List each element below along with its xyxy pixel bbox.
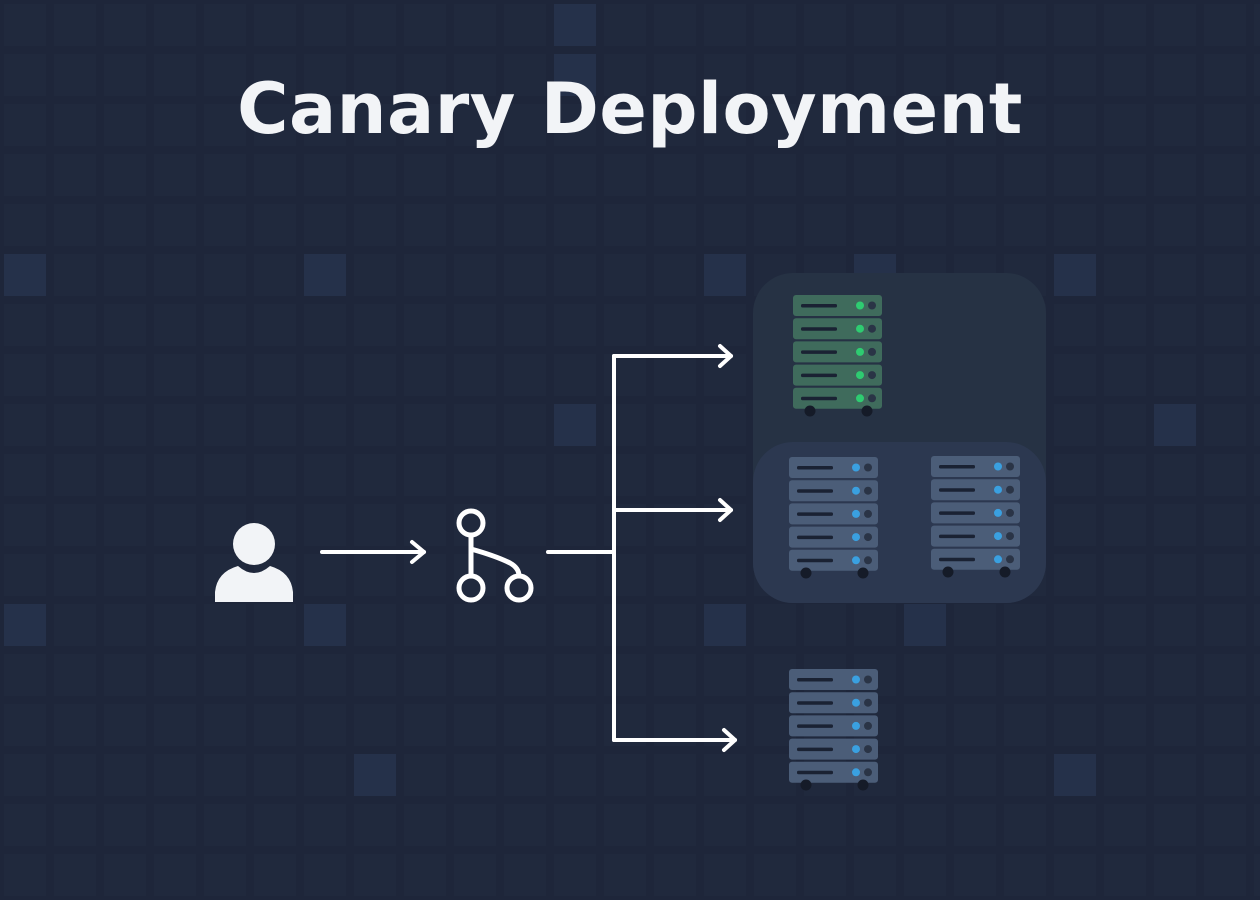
arrow-head-stable-group bbox=[718, 498, 733, 522]
traffic-split-lines bbox=[546, 354, 737, 742]
canary-server-icon bbox=[793, 295, 882, 417]
stable-server-icon-3 bbox=[789, 669, 878, 791]
stable-server-icon-1 bbox=[789, 457, 878, 579]
git-branch-icon bbox=[456, 508, 534, 603]
user-icon bbox=[215, 523, 293, 602]
arrow-user-to-router bbox=[320, 540, 426, 564]
diagram-title: Canary Deployment bbox=[237, 68, 1023, 150]
arrow-head-stable-single bbox=[722, 728, 737, 752]
arrow-head-canary bbox=[718, 344, 733, 368]
stable-server-icon-2 bbox=[931, 456, 1020, 578]
